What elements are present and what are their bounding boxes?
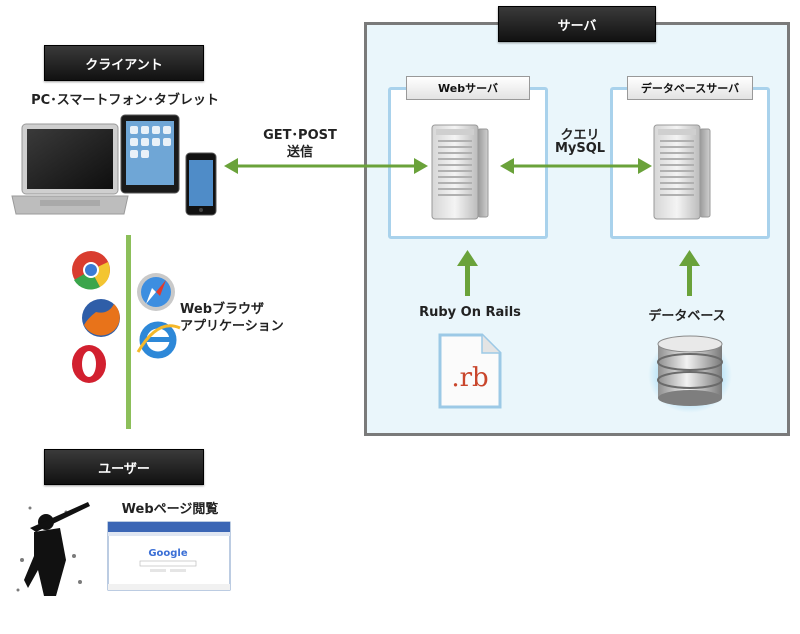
database-text: データベース (648, 309, 726, 324)
get-post-text-2: 送信 (286, 145, 313, 160)
ruby-text: Ruby On Rails (419, 305, 521, 320)
db-server-label: データベースサーバ (627, 76, 753, 100)
google-logo-text: Google (148, 548, 188, 559)
rb-file-icon: .rb (438, 333, 502, 409)
chrome-icon (72, 251, 110, 290)
database-icon (648, 335, 732, 413)
safari-icon (137, 273, 175, 311)
client-user-line (126, 235, 131, 429)
ie-icon (136, 321, 181, 359)
web-server-tower-icon (431, 124, 489, 220)
laptop-icon (11, 123, 129, 215)
webpage-text: Webページ閲覧 (121, 502, 219, 517)
web-server-label: Webサーバ (406, 76, 530, 100)
query-text-1: クエリ (560, 128, 600, 143)
query-text-2: MySQL (554, 141, 606, 156)
db-server-tower-icon (653, 124, 711, 220)
rb-file-text: .rb (451, 363, 488, 393)
browser-text-2: アプリケーション (180, 319, 284, 334)
user-label: ユーザー (44, 449, 204, 485)
tablet-icon (120, 114, 180, 194)
db-up-arrow (679, 250, 700, 296)
phone-icon (185, 152, 217, 216)
db-server-box (610, 87, 770, 239)
firefox-icon (82, 299, 120, 337)
query-arrow (500, 158, 652, 174)
browser-text-1: Webブラウザ (180, 302, 264, 317)
get-post-arrow (224, 158, 428, 174)
ruby-up-arrow (457, 250, 478, 296)
get-post-text-1: GET･POST (263, 128, 337, 143)
client-label: クライアント (44, 45, 204, 81)
server-label: サーバ (498, 6, 656, 42)
user-silhouette-icon (16, 502, 90, 596)
devices-text: PC･スマートフォン･タブレット (31, 93, 219, 108)
opera-icon (72, 345, 106, 383)
webpage-screenshot: Google (107, 521, 231, 591)
